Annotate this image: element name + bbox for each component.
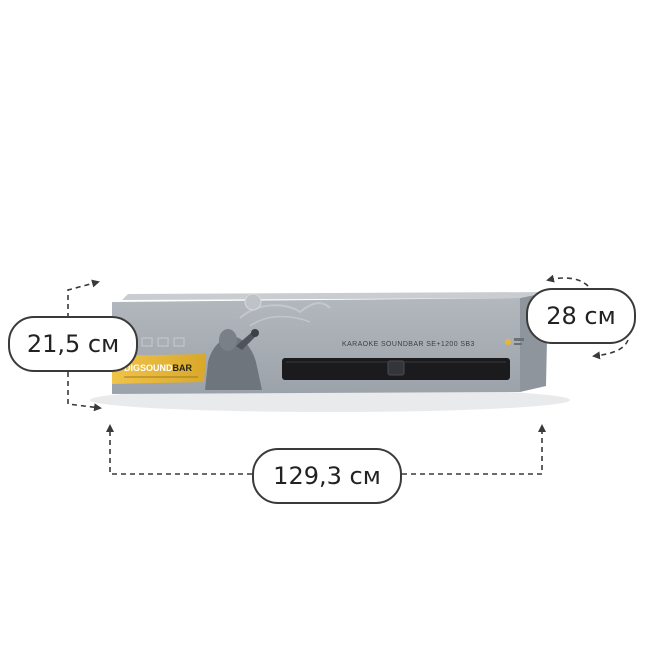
width-label: 129,3 см [252,448,402,504]
dimension-arrow-icon [546,274,589,287]
soundbar-image [282,358,510,380]
badge-text-line-2 [514,343,522,345]
width-dimension-line [106,424,546,475]
speaker-grille-icon [244,293,262,311]
height-dimension-line [67,279,102,412]
badge-text-line [514,338,524,341]
singer-figure [205,329,262,390]
badge-dot-icon [505,339,511,345]
feature-icon-3 [173,337,185,347]
microphone-icon [251,329,259,337]
soundbar-display-icon [387,360,405,376]
box-top-face [122,292,548,300]
dimension-arrow-icon [67,372,102,412]
model-label: KARAOKE SOUNDBAR SE+1200 SB3 [342,341,475,348]
feature-icons [141,337,185,347]
floor-shadow [90,388,570,412]
dimension-arrow-icon [592,339,629,360]
feature-icon-1 [141,337,153,347]
depth-label: 28 см [526,288,636,344]
dimension-arrow-icon [402,424,546,475]
height-label: 21,5 см [8,316,138,372]
brand-name: DIGSOUNDBAR [124,363,193,373]
feature-icon-2 [157,337,169,347]
dimension-arrow-icon [67,279,100,318]
depth-dimension-line [546,274,629,360]
dimension-arrow-icon [106,424,252,475]
